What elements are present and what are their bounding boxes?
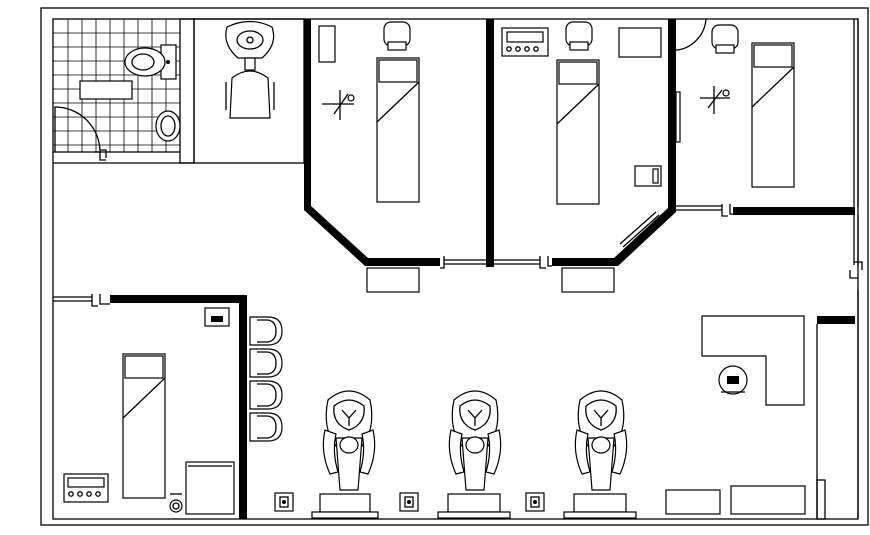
chair-icon bbox=[383, 21, 411, 51]
treatment-room-2 bbox=[494, 19, 676, 293]
treatment-room-1 bbox=[304, 19, 486, 293]
footrest-icon bbox=[274, 492, 294, 512]
door-swing bbox=[677, 18, 707, 51]
stool-icon bbox=[169, 493, 183, 513]
window bbox=[675, 91, 681, 143]
side-table bbox=[366, 267, 420, 293]
washroom-door-swing bbox=[54, 106, 107, 161]
door-frame bbox=[53, 294, 110, 307]
wash-basin-icon bbox=[155, 110, 181, 142]
salon-chair-icon bbox=[437, 390, 511, 519]
hair-dryer-icon bbox=[700, 86, 730, 114]
styling-area bbox=[274, 390, 637, 519]
bathtub bbox=[79, 80, 133, 100]
chair-icon bbox=[225, 57, 275, 119]
side-wall bbox=[849, 19, 863, 519]
chair-icon bbox=[711, 24, 739, 54]
door-frame bbox=[676, 204, 733, 217]
sink-icon bbox=[204, 307, 230, 327]
outer-walls bbox=[40, 7, 869, 526]
treatment-room-3 bbox=[675, 18, 863, 519]
waiting-chair bbox=[249, 348, 283, 378]
hair-dryer-icon bbox=[322, 90, 355, 120]
waiting-chair bbox=[249, 412, 283, 442]
waiting-area bbox=[249, 316, 283, 442]
counter bbox=[665, 489, 721, 515]
chair-icon bbox=[565, 21, 593, 51]
office-chair-icon bbox=[718, 365, 748, 395]
door-frame bbox=[435, 256, 486, 269]
counter bbox=[730, 485, 806, 515]
door-frame bbox=[494, 256, 552, 269]
bed bbox=[376, 57, 420, 203]
salon-chair-icon bbox=[563, 390, 637, 519]
bed bbox=[751, 42, 795, 188]
control-panel bbox=[63, 473, 109, 503]
reception-desk bbox=[701, 315, 805, 406]
toilet-icon bbox=[124, 44, 177, 80]
bed bbox=[556, 59, 600, 205]
wash-station bbox=[193, 18, 305, 164]
salon-chair-icon bbox=[311, 390, 379, 519]
control-panel bbox=[501, 27, 549, 57]
cabinet bbox=[185, 461, 235, 515]
bed bbox=[122, 353, 166, 499]
footrest-icon bbox=[525, 492, 545, 512]
reception bbox=[665, 315, 855, 520]
partition-wall bbox=[486, 19, 494, 267]
cabinet bbox=[318, 25, 336, 63]
cabinet bbox=[618, 27, 662, 58]
treatment-room-4 bbox=[53, 294, 247, 519]
footrest-icon bbox=[399, 492, 419, 512]
waiting-chair bbox=[249, 380, 283, 410]
waiting-chair bbox=[249, 316, 283, 346]
side-table bbox=[561, 267, 615, 293]
washroom bbox=[53, 18, 195, 164]
side-table bbox=[634, 165, 662, 187]
window bbox=[619, 211, 660, 248]
wash-basin-icon bbox=[225, 20, 275, 59]
